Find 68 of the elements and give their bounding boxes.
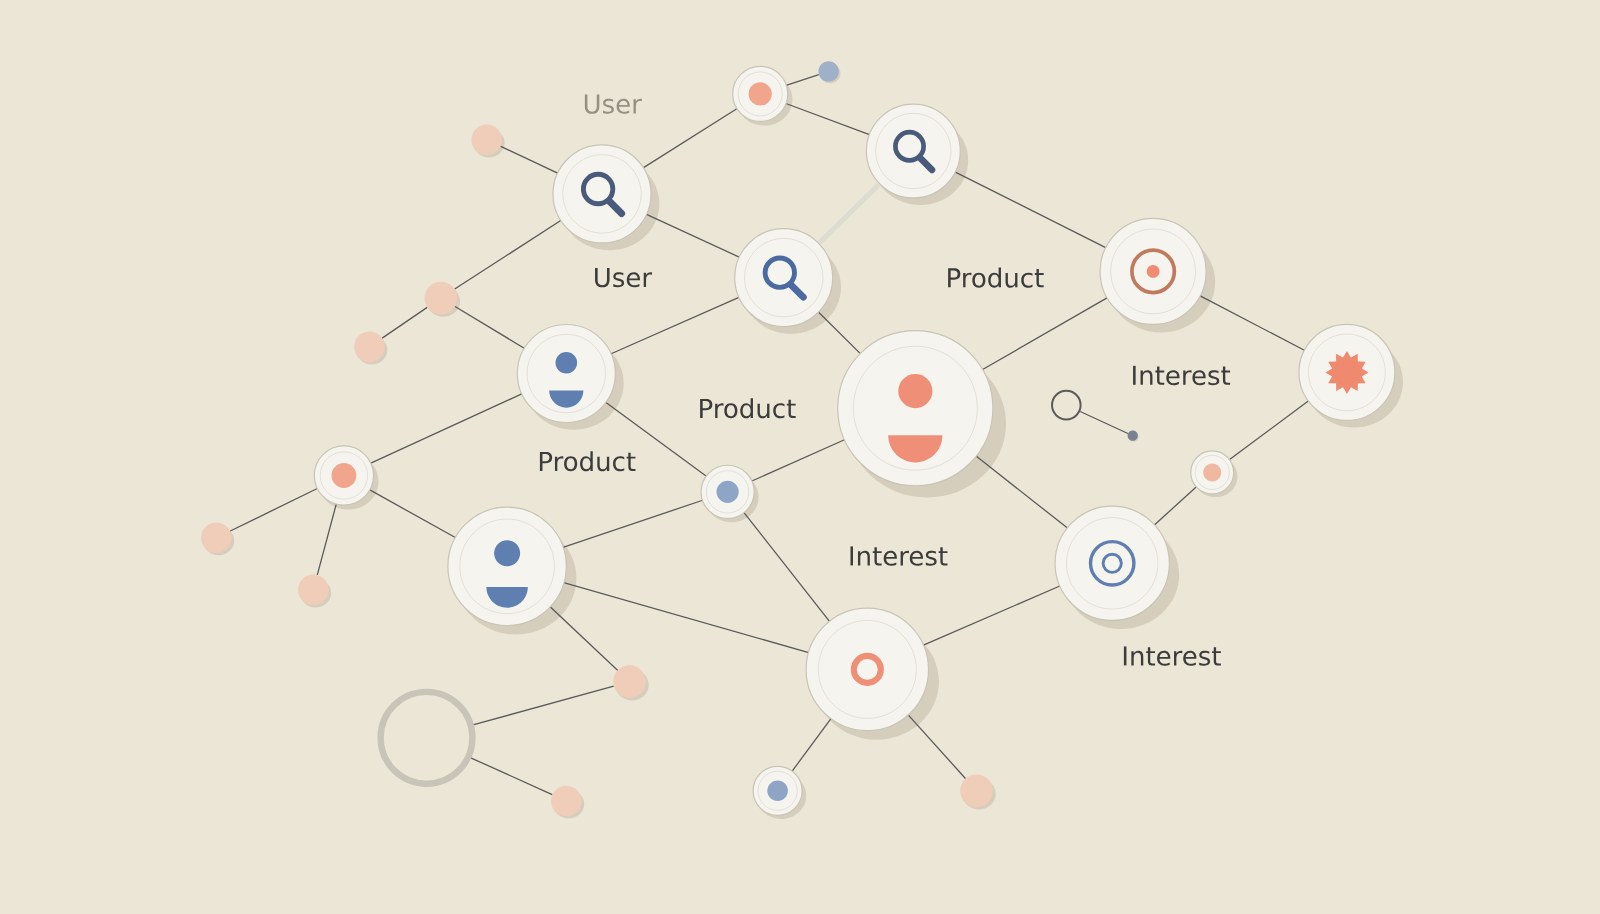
- ball-node: [551, 785, 585, 819]
- diagram-label: Product: [539, 451, 636, 472]
- connector-line: [785, 103, 870, 136]
- ball-node: [201, 522, 235, 556]
- disk-node: [313, 445, 379, 510]
- disk-node: [552, 144, 660, 251]
- connector-line: [454, 305, 525, 349]
- connector-line: [1229, 400, 1309, 460]
- connector-line: [1079, 410, 1129, 435]
- ball-node: [613, 665, 649, 701]
- ball-node: [818, 61, 841, 84]
- connector-line: [955, 171, 1106, 248]
- disk-node: [865, 103, 969, 205]
- connector-line: [470, 757, 553, 796]
- disk-node: [516, 323, 624, 430]
- disk-node: [837, 330, 1006, 498]
- diagram-label: Product: [700, 398, 796, 419]
- connector-line: [786, 74, 820, 86]
- ball-node: [471, 124, 505, 158]
- connector-line: [818, 311, 861, 354]
- diagram-label: User: [584, 94, 642, 114]
- connector-line: [473, 685, 615, 726]
- disk-node: [1298, 323, 1403, 428]
- connector-line: [643, 108, 738, 169]
- connector-line: [370, 393, 522, 464]
- diagram-label: Interest: [850, 546, 948, 566]
- connector-line: [976, 455, 1068, 529]
- ring-node: [1051, 389, 1082, 421]
- connector-line: [381, 306, 428, 339]
- disk-node: [734, 228, 841, 334]
- connector-line: [563, 499, 703, 548]
- disk-node: [700, 464, 759, 523]
- disk-node: [447, 506, 577, 635]
- ball-node: [424, 281, 460, 317]
- connector-line: [229, 488, 318, 532]
- connector-line: [369, 489, 456, 538]
- diagram-label: User: [595, 267, 653, 288]
- disk-node: [1190, 450, 1238, 498]
- diagram-label: Interest: [1133, 365, 1231, 386]
- ring-node: [377, 688, 476, 787]
- connector-line: [454, 220, 561, 290]
- connector-line: [550, 606, 619, 671]
- connector-line: [791, 718, 832, 772]
- ball-node: [960, 774, 996, 810]
- disk-node: [1054, 505, 1180, 629]
- connector-line: [316, 504, 337, 576]
- connector-line: [751, 439, 845, 482]
- disk-node: [805, 607, 939, 740]
- ball-node: [354, 331, 388, 365]
- disk-node: [732, 65, 793, 126]
- ball-node: [1127, 430, 1139, 442]
- connector-line: [1200, 295, 1305, 351]
- connector-line: [982, 297, 1108, 370]
- connector-line: [500, 145, 558, 174]
- connector-line: [563, 582, 809, 654]
- connector-line: [923, 585, 1060, 646]
- connector-line: [743, 512, 830, 622]
- connector-line: [605, 402, 707, 477]
- connector-line: [908, 714, 967, 780]
- disk-node: [752, 765, 807, 819]
- disk-node: [1099, 217, 1216, 333]
- ball-node: [298, 574, 332, 608]
- connector-line: [646, 214, 740, 258]
- connector-line: [1154, 486, 1197, 526]
- diagram-label: Product: [948, 267, 1044, 288]
- connector-line: [611, 297, 739, 355]
- diagram-label: Interest: [1123, 646, 1221, 666]
- connector-line: [817, 182, 882, 245]
